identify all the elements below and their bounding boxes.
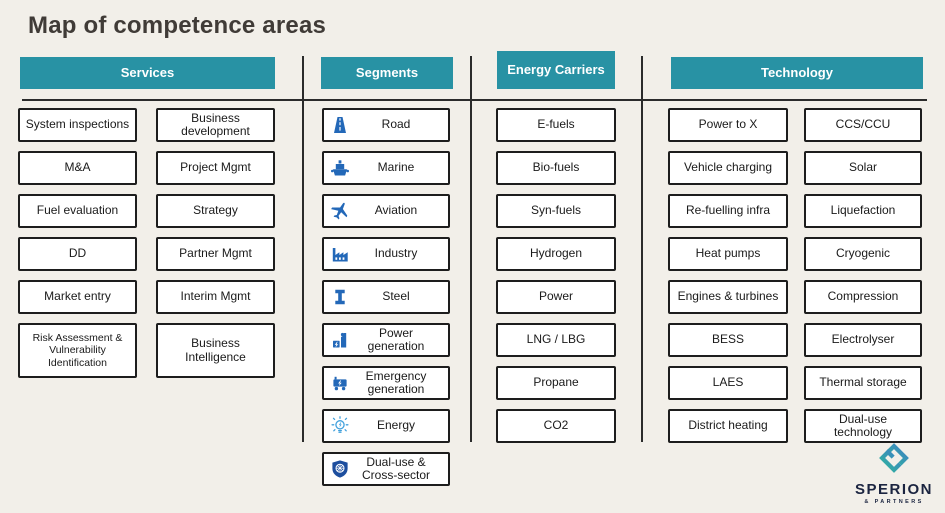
segment-box: Emergency generation bbox=[322, 366, 450, 400]
technology-box: Thermal storage bbox=[804, 366, 922, 400]
technology-box: Electrolyser bbox=[804, 323, 922, 357]
energy-carrier-box: Propane bbox=[496, 366, 616, 400]
segment-label: Energy bbox=[376, 418, 416, 433]
service-box: System inspections bbox=[18, 108, 137, 142]
service-box: Business development bbox=[156, 108, 275, 142]
segment-box: Dual-use & Cross-sector bbox=[322, 452, 450, 486]
sperion-logo: SPERION & PARTNERS bbox=[848, 441, 940, 505]
sperion-logo-icon bbox=[877, 441, 911, 480]
ship-icon bbox=[329, 158, 351, 178]
segment-label: Aviation bbox=[374, 203, 418, 218]
technology-box: BESS bbox=[668, 323, 788, 357]
shield-icon bbox=[329, 459, 351, 479]
technology-box: Solar bbox=[804, 151, 922, 185]
technology-box: CCS/CCU bbox=[804, 108, 922, 142]
energy-carrier-box: Power bbox=[496, 280, 616, 314]
service-box: Interim Mgmt bbox=[156, 280, 275, 314]
service-box: M&A bbox=[18, 151, 137, 185]
factory-icon bbox=[329, 244, 351, 264]
service-box: Project Mgmt bbox=[156, 151, 275, 185]
energy-carrier-box: CO2 bbox=[496, 409, 616, 443]
segment-label: Dual-use & Cross-sector bbox=[361, 454, 430, 482]
technology-column-header: Technology bbox=[671, 57, 923, 89]
segment-label: Industry bbox=[374, 246, 418, 261]
header-underline bbox=[22, 99, 927, 101]
energy-carrier-box: Hydrogen bbox=[496, 237, 616, 271]
segment-label: Road bbox=[381, 117, 411, 132]
technology-box: Cryogenic bbox=[804, 237, 922, 271]
service-box: Strategy bbox=[156, 194, 275, 228]
generator-icon bbox=[329, 373, 351, 393]
technology-box: Engines & turbines bbox=[668, 280, 788, 314]
energy-carrier-box: E-fuels bbox=[496, 108, 616, 142]
segment-label: Emergency generation bbox=[365, 368, 427, 396]
technology-box: Heat pumps bbox=[668, 237, 788, 271]
energy-carrier-box: Bio-fuels bbox=[496, 151, 616, 185]
segment-box: Industry bbox=[322, 237, 450, 271]
segment-box: Aviation bbox=[322, 194, 450, 228]
segments-column-header: Segments bbox=[321, 57, 453, 89]
services-column-header: Services bbox=[20, 57, 275, 89]
service-box: Partner Mgmt bbox=[156, 237, 275, 271]
energy-carrier-box: Syn-fuels bbox=[496, 194, 616, 228]
divider-segments-energy-carriers bbox=[470, 56, 472, 442]
technology-box: Power to X bbox=[668, 108, 788, 142]
segment-box: Steel bbox=[322, 280, 450, 314]
service-box: Fuel evaluation bbox=[18, 194, 137, 228]
segment-label: Steel bbox=[382, 289, 410, 304]
logo-wordmark: SPERION bbox=[854, 481, 933, 498]
technology-box: Compression bbox=[804, 280, 922, 314]
divider-services-segments bbox=[302, 56, 304, 442]
power-plant-icon bbox=[329, 330, 351, 350]
logo-subtitle: & PARTNERS bbox=[864, 499, 924, 505]
road-icon bbox=[329, 115, 351, 135]
divider-energy-carriers-technology bbox=[641, 56, 643, 442]
segment-box: Energy bbox=[322, 409, 450, 443]
lightbulb-icon bbox=[329, 416, 351, 436]
technology-box: LAES bbox=[668, 366, 788, 400]
page-title: Map of competence areas bbox=[28, 12, 327, 39]
technology-box: Dual-use technology bbox=[804, 409, 922, 443]
energy-carrier-box: LNG / LBG bbox=[496, 323, 616, 357]
segment-box: Power generation bbox=[322, 323, 450, 357]
technology-box: Vehicle charging bbox=[668, 151, 788, 185]
technology-box: Liquefaction bbox=[804, 194, 922, 228]
energy-carriers-column-header: Energy Carriers bbox=[497, 51, 615, 89]
service-box: Market entry bbox=[18, 280, 137, 314]
service-box: DD bbox=[18, 237, 137, 271]
technology-box: Re-fuelling infra bbox=[668, 194, 788, 228]
technology-box: District heating bbox=[668, 409, 788, 443]
segment-box: Marine bbox=[322, 151, 450, 185]
steel-beam-icon bbox=[329, 287, 351, 307]
service-box: Business Intelligence bbox=[156, 323, 275, 378]
segment-label: Power generation bbox=[367, 325, 425, 353]
segment-box: Road bbox=[322, 108, 450, 142]
airplane-icon bbox=[329, 201, 351, 221]
segment-label: Marine bbox=[377, 160, 415, 175]
service-box: Risk Assessment & Vulnerability Identifi… bbox=[18, 323, 137, 378]
